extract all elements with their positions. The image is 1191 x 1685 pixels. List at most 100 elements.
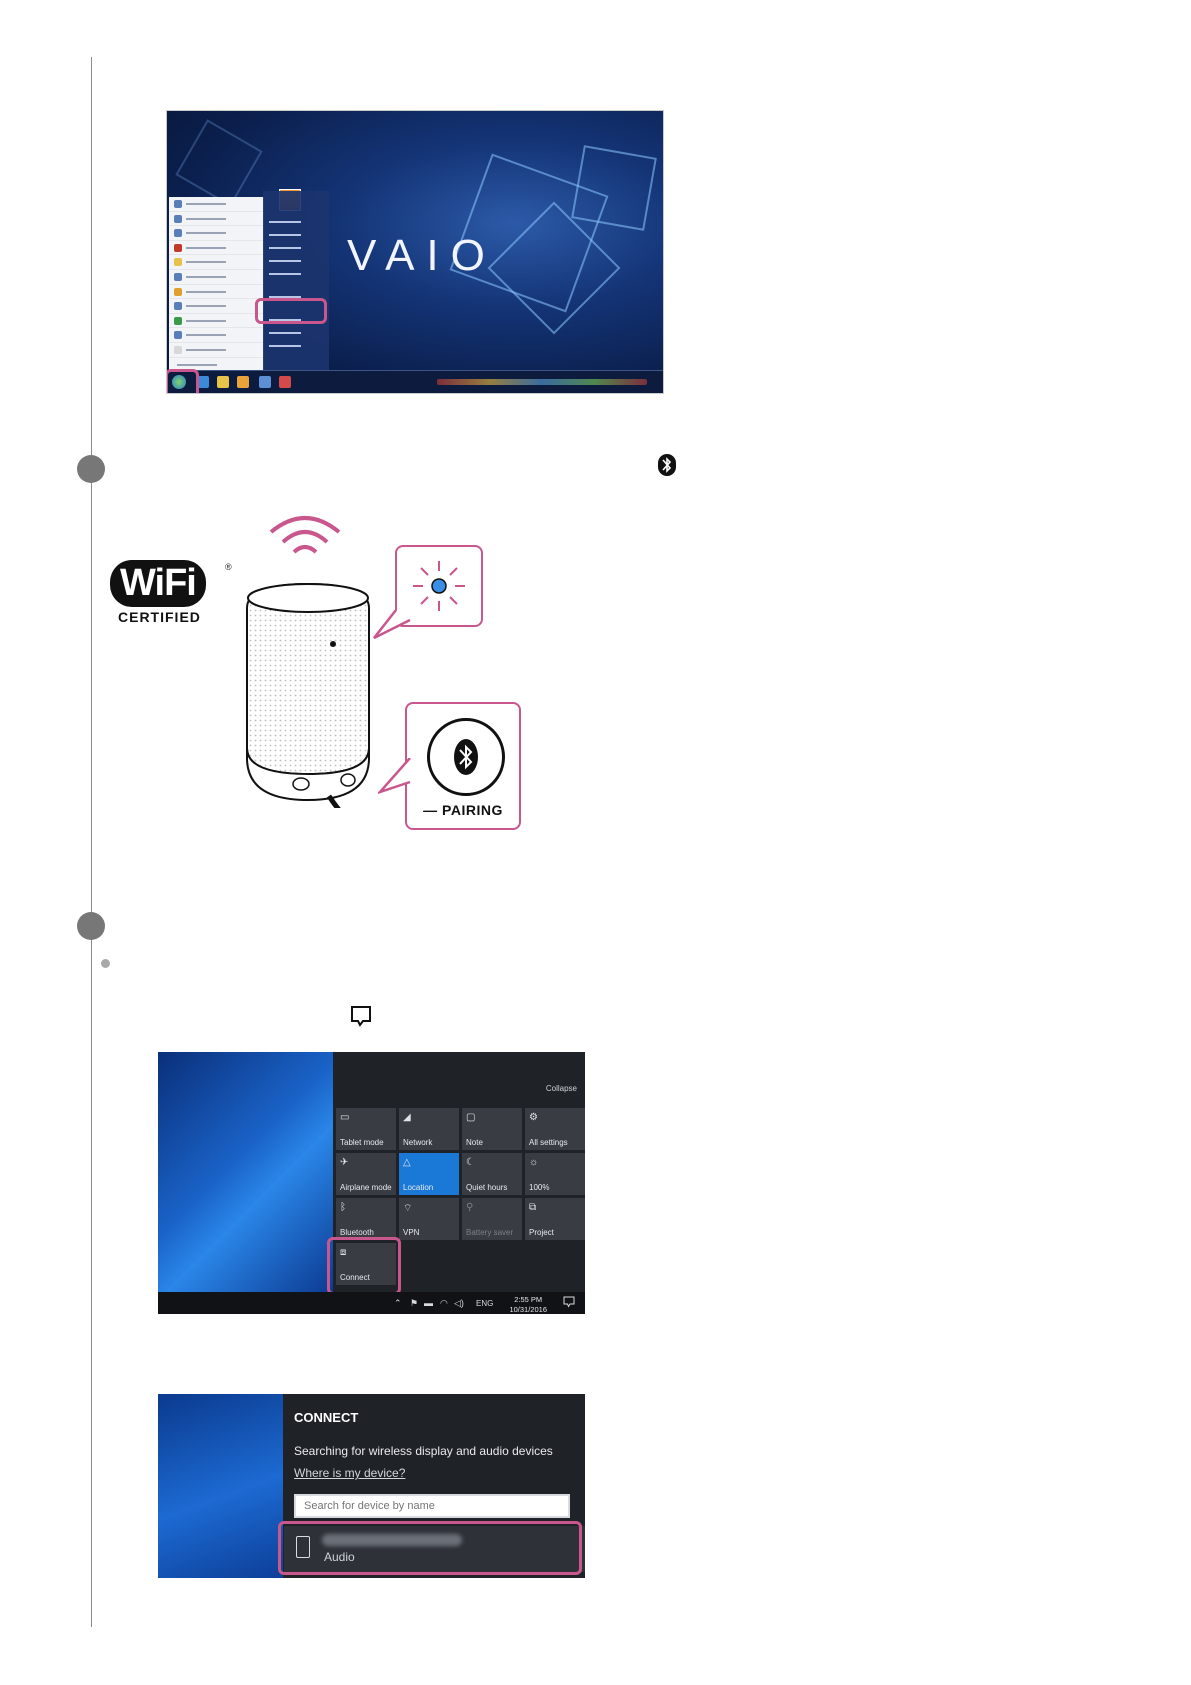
where-is-my-device-link[interactable]: Where is my device? <box>294 1466 406 1480</box>
list-item[interactable] <box>169 212 263 227</box>
start-menu-link[interactable] <box>263 267 329 280</box>
wireless-signal-icon <box>269 516 341 554</box>
connect-icon: ⧈ <box>340 1247 347 1258</box>
tile-quiet-hours[interactable]: ☾Quiet hours <box>462 1153 522 1195</box>
wifi-certified-logo: WiFi ® CERTIFIED <box>110 560 232 625</box>
vaio-desktop-screenshot: VAIO <box>166 110 664 394</box>
start-button-icon[interactable] <box>172 375 186 389</box>
wifi-certified-text: CERTIFIED <box>118 609 201 625</box>
tile-location[interactable]: △Location <box>399 1153 459 1195</box>
pairing-label: — PAIRING <box>423 802 503 818</box>
step-timeline-line <box>91 57 92 1627</box>
decorative-cube <box>571 145 657 231</box>
decorative-cube <box>175 119 263 207</box>
network-icon: ◢ <box>403 1112 411 1123</box>
devices-and-printers-link[interactable] <box>263 290 329 303</box>
tile-brightness[interactable]: ☼100% <box>525 1153 585 1195</box>
vaio-logo: VAIO <box>347 231 497 280</box>
list-item[interactable] <box>169 255 263 270</box>
note-icon: ▢ <box>466 1112 476 1123</box>
system-tray-icons[interactable] <box>437 379 647 385</box>
bluetooth-icon <box>658 454 676 476</box>
moon-icon: ☾ <box>466 1157 475 1168</box>
connect-tile-highlight <box>327 1237 401 1295</box>
tile-network[interactable]: ◢Network <box>399 1108 459 1150</box>
list-item[interactable] <box>169 285 263 300</box>
connect-panel-screenshot: CONNECT Searching for wireless display a… <box>158 1394 585 1578</box>
pairing-callout-pointer <box>378 758 411 794</box>
indicator-blink-icon <box>413 561 465 611</box>
flag-icon[interactable]: ⚑ <box>410 1298 419 1308</box>
step-marker-2 <box>77 455 105 483</box>
taskbar-clock[interactable]: 2:55 PM 10/31/2016 <box>509 1295 547 1314</box>
wifi-logo-badge: WiFi <box>110 560 206 607</box>
language-indicator[interactable]: ENG <box>476 1299 494 1308</box>
tile-battery-saver[interactable]: ⚲Battery saver <box>462 1198 522 1240</box>
bluetooth-icon: ᛒ <box>340 1202 346 1213</box>
folder-icon[interactable] <box>217 376 229 388</box>
wifi-icon[interactable]: ◠ <box>440 1298 448 1308</box>
step-marker-3 <box>77 912 105 940</box>
action-center-icon <box>349 1004 373 1033</box>
device-search-input[interactable] <box>294 1494 570 1518</box>
connect-description: Searching for wireless display and audio… <box>294 1444 553 1458</box>
start-menu-link[interactable] <box>263 339 329 352</box>
action-center-panel: Collapse ▭Tablet mode ◢Network ▢Note ⚙Al… <box>333 1052 585 1292</box>
windows10-desktop-background <box>158 1394 283 1578</box>
speaker-pairing-illustration: WiFi ® CERTIFIED <box>110 510 540 860</box>
start-menu-link[interactable] <box>263 215 329 228</box>
action-center-screenshot: Collapse ▭Tablet mode ◢Network ▢Note ⚙Al… <box>158 1052 585 1314</box>
settings-icon: ⚙ <box>529 1112 538 1123</box>
internet-explorer-icon[interactable] <box>197 376 209 388</box>
device-list-item[interactable]: Audio <box>284 1526 585 1572</box>
device-type-label: Audio <box>324 1550 355 1564</box>
media-icon[interactable] <box>237 376 249 388</box>
windows10-desktop-background <box>158 1052 333 1292</box>
location-icon: △ <box>403 1157 411 1168</box>
airplane-icon: ✈ <box>340 1157 349 1168</box>
start-menu-link[interactable] <box>263 313 329 326</box>
chevron-up-icon[interactable]: ⌃ <box>394 1298 402 1308</box>
list-item[interactable] <box>169 270 263 285</box>
list-item[interactable] <box>169 226 263 241</box>
list-item[interactable] <box>169 197 263 212</box>
app-icon[interactable] <box>259 376 271 388</box>
windows10-taskbar: ⌃ ⚑ ▬ ◠ ◁) ENG 2:55 PM 10/31/2016 <box>158 1292 585 1314</box>
action-center-icon[interactable] <box>563 1296 575 1310</box>
start-menu-right-pane <box>263 191 329 371</box>
tile-vpn[interactable]: ⌔VPN <box>399 1198 459 1240</box>
devices-and-printers-highlight <box>255 298 327 324</box>
list-item[interactable] <box>169 241 263 256</box>
bullet-point <box>101 959 110 968</box>
tile-all-settings[interactable]: ⚙All settings <box>525 1108 585 1150</box>
app-icon[interactable] <box>279 376 291 388</box>
brightness-icon: ☼ <box>529 1157 539 1168</box>
start-menu-link[interactable] <box>263 326 329 339</box>
volume-icon[interactable]: ◁) <box>454 1298 464 1308</box>
taskbar-time: 2:55 PM <box>514 1295 543 1304</box>
list-item[interactable] <box>169 299 263 314</box>
list-item[interactable] <box>169 343 263 358</box>
pairing-button[interactable] <box>427 718 505 796</box>
list-item[interactable] <box>169 314 263 329</box>
battery-icon[interactable]: ▬ <box>424 1298 433 1308</box>
vpn-icon: ⌔ <box>403 1203 413 1214</box>
device-item-highlight <box>278 1521 582 1575</box>
start-menu-link[interactable] <box>263 228 329 241</box>
tile-connect[interactable]: ⧈Connect <box>336 1243 396 1285</box>
tile-project[interactable]: ⧉Project <box>525 1198 585 1240</box>
collapse-link[interactable]: Collapse <box>545 1084 577 1093</box>
tile-airplane-mode[interactable]: ✈Airplane mode <box>336 1153 396 1195</box>
start-menu-link[interactable] <box>263 254 329 267</box>
tile-note[interactable]: ▢Note <box>462 1108 522 1150</box>
connect-title: CONNECT <box>294 1410 359 1425</box>
speaker-icon <box>296 1536 310 1558</box>
battery-icon: ⚲ <box>466 1202 474 1213</box>
list-item[interactable] <box>169 328 263 343</box>
indicator-callout-pointer <box>373 610 411 640</box>
start-menu-link[interactable] <box>263 241 329 254</box>
tablet-icon: ▭ <box>340 1112 350 1123</box>
tile-tablet-mode[interactable]: ▭Tablet mode <box>336 1108 396 1150</box>
device-name-blurred <box>322 1534 462 1546</box>
